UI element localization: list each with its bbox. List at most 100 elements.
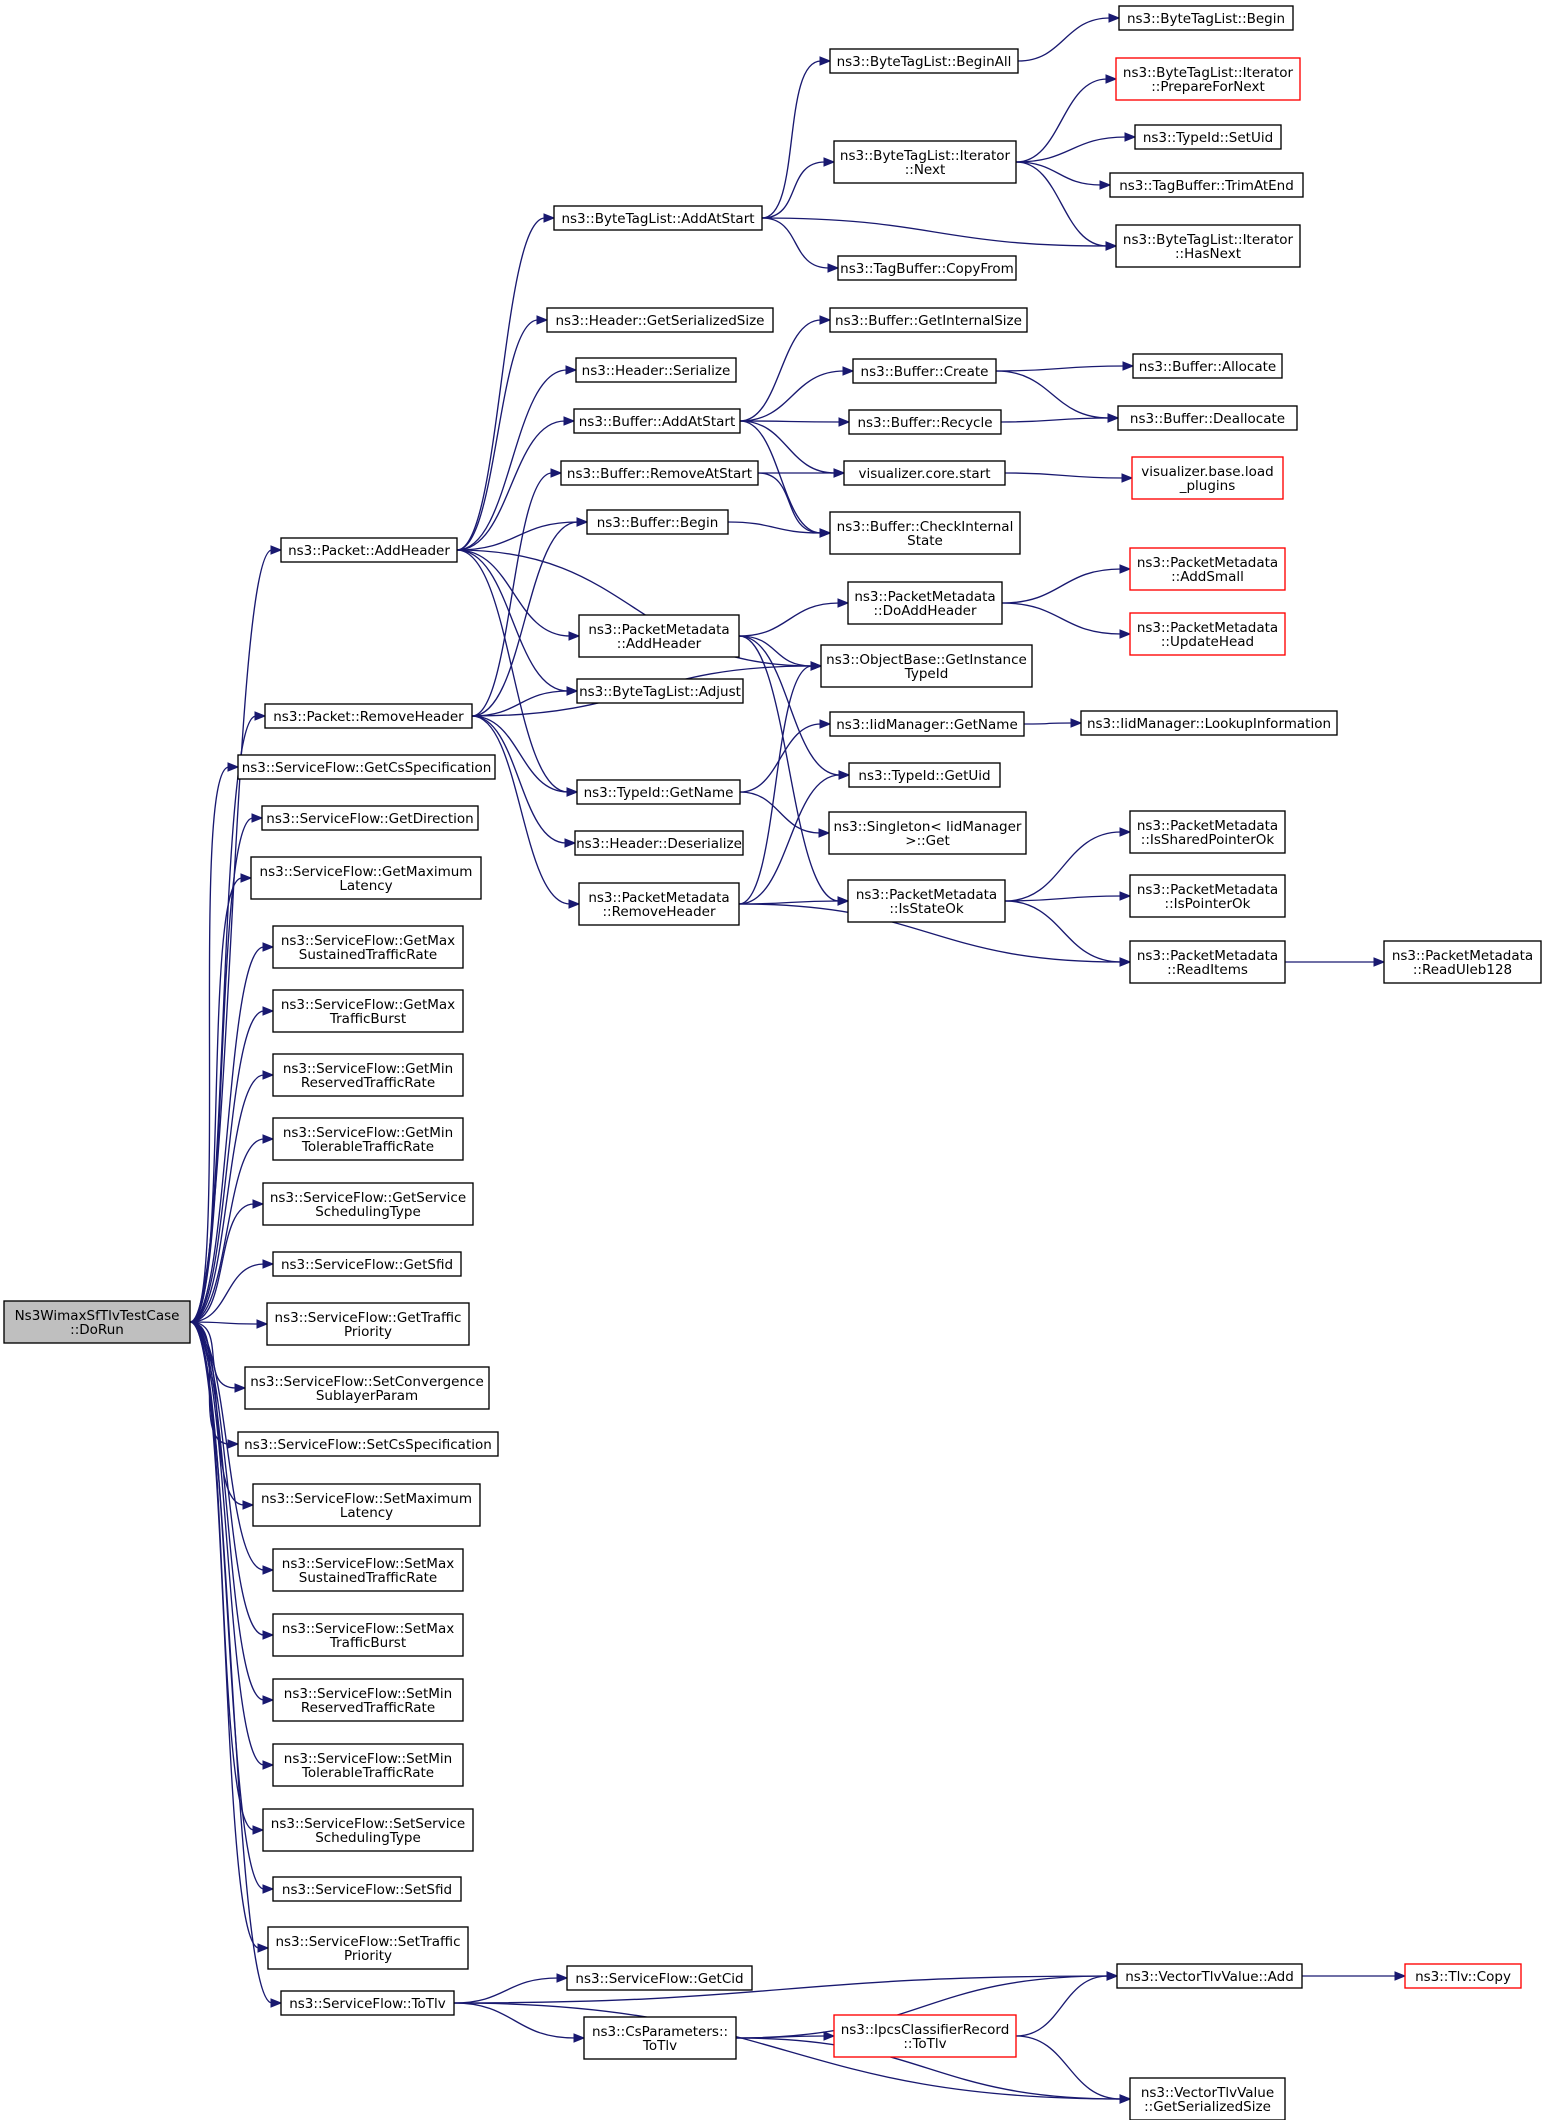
- node-pm-do-add-header[interactable]: ns3::PacketMetadata::DoAddHeader: [847, 581, 1003, 625]
- node-label: SustainedTrafficRate: [299, 1570, 437, 1586]
- node-type-id-get-name[interactable]: ns3::TypeId::GetName: [576, 779, 741, 805]
- node-label: ns3::ServiceFlow::GetService: [270, 1190, 466, 1206]
- node-ipcs-to-tlv[interactable]: ns3::IpcsClassifierRecord::ToTlv: [833, 2014, 1017, 2058]
- node-get-max-sustained[interactable]: ns3::ServiceFlow::GetMaxSustainedTraffic…: [272, 925, 464, 969]
- node-label: ReservedTrafficRate: [301, 1700, 435, 1716]
- node-viz-core-start[interactable]: visualizer.core.start: [843, 460, 1006, 486]
- node-set-service-sched[interactable]: ns3::ServiceFlow::SetServiceSchedulingTy…: [262, 1808, 474, 1852]
- node-get-service-sched[interactable]: ns3::ServiceFlow::GetServiceSchedulingTy…: [262, 1182, 474, 1226]
- edge-pm-is-state-ok-to-pm-is-pointer-ok: [1004, 895, 1122, 902]
- node-get-min-tolerable[interactable]: ns3::ServiceFlow::GetMinTolerableTraffic…: [272, 1117, 464, 1161]
- node-cs-params-to-tlv[interactable]: ns3::CsParameters::ToTlv: [583, 2016, 737, 2060]
- node-sf-get-cid[interactable]: ns3::ServiceFlow::GetCid: [566, 1965, 753, 1991]
- node-btl-iter-prepare[interactable]: ns3::ByteTagList::Iterator::PrepareForNe…: [1115, 57, 1301, 101]
- node-set-sfid[interactable]: ns3::ServiceFlow::SetSfid: [272, 1876, 462, 1902]
- node-label: SchedulingType: [315, 1830, 421, 1846]
- node-pm-is-state-ok[interactable]: ns3::PacketMetadata::IsStateOk: [847, 879, 1006, 923]
- node-label: ns3::PacketMetadata: [1392, 948, 1533, 964]
- node-singleton-get[interactable]: ns3::Singleton< IidManager>::Get: [828, 811, 1027, 855]
- node-hdr-serialize[interactable]: ns3::Header::Serialize: [575, 357, 737, 383]
- node-btl-iter-has-next[interactable]: ns3::ByteTagList::Iterator::HasNext: [1115, 224, 1301, 268]
- node-btl-add-at-start[interactable]: ns3::ByteTagList::AddAtStart: [553, 205, 763, 231]
- node-tag-buf-trim[interactable]: ns3::TagBuffer::TrimAtEnd: [1109, 172, 1304, 198]
- arrowhead: [262, 1006, 275, 1016]
- node-add-header[interactable]: ns3::Packet::AddHeader: [280, 537, 458, 563]
- node-set-convergence[interactable]: ns3::ServiceFlow::SetConvergenceSublayer…: [244, 1366, 490, 1410]
- node-type-id-get-uid[interactable]: ns3::TypeId::GetUid: [848, 762, 1001, 788]
- node-vec-tlv-get-ser[interactable]: ns3::VectorTlvValue::GetSerializedSize: [1129, 2077, 1286, 2120]
- node-hdr-get-ser-size[interactable]: ns3::Header::GetSerializedSize: [546, 307, 774, 333]
- arrowhead: [536, 315, 549, 325]
- node-tag-buf-copy-from[interactable]: ns3::TagBuffer::CopyFrom: [837, 255, 1017, 281]
- node-btl-begin-all[interactable]: ns3::ByteTagList::BeginAll: [829, 48, 1019, 74]
- node-get-sfid[interactable]: ns3::ServiceFlow::GetSfid: [272, 1251, 462, 1277]
- node-root[interactable]: Ns3WimaxSfTlvTestCase::DoRun: [3, 1300, 191, 1344]
- node-label: TypeId: [904, 666, 949, 682]
- node-btl-begin[interactable]: ns3::ByteTagList::Begin: [1118, 5, 1294, 31]
- node-label: ::UpdateHead: [1161, 634, 1254, 650]
- node-set-min-tolerable[interactable]: ns3::ServiceFlow::SetMinTolerableTraffic…: [272, 1743, 464, 1787]
- arrowhead: [565, 365, 578, 375]
- node-label: ns3::ServiceFlow::SetMaximum: [261, 1491, 472, 1507]
- node-btl-iter-next[interactable]: ns3::ByteTagList::Iterator::Next: [833, 140, 1017, 184]
- node-buf-begin[interactable]: ns3::Buffer::Begin: [586, 509, 729, 535]
- arrowhead: [1121, 473, 1134, 483]
- node-buf-remove-at-start[interactable]: ns3::Buffer::RemoveAtStart: [560, 460, 759, 486]
- node-get-cs-spec[interactable]: ns3::ServiceFlow::GetCsSpecification: [237, 754, 496, 780]
- edge-remove-header-to-buf-begin: [471, 521, 579, 717]
- node-iid-lookup[interactable]: ns3::IidManager::LookupInformation: [1080, 710, 1338, 736]
- node-type-id-set-uid[interactable]: ns3::TypeId::SetUid: [1134, 124, 1282, 150]
- node-label: ::AddSmall: [1171, 569, 1244, 585]
- node-buf-get-internal-size[interactable]: ns3::Buffer::GetInternalSize: [829, 307, 1028, 333]
- node-buf-recycle[interactable]: ns3::Buffer::Recycle: [848, 409, 1002, 435]
- node-box: [848, 409, 1002, 435]
- node-buf-deallocate[interactable]: ns3::Buffer::Deallocate: [1117, 405, 1298, 431]
- node-label: ns3::ByteTagList::Begin: [1127, 11, 1285, 27]
- node-pm-read-uleb[interactable]: ns3::PacketMetadata::ReadUleb128: [1383, 940, 1542, 984]
- node-pm-remove-header[interactable]: ns3::PacketMetadata::RemoveHeader: [578, 882, 740, 926]
- node-get-min-reserved[interactable]: ns3::ServiceFlow::GetMinReservedTrafficR…: [272, 1053, 464, 1097]
- arrowhead: [257, 1943, 270, 1953]
- node-box: [1134, 124, 1282, 150]
- node-label: ns3::ServiceFlow::GetCsSpecification: [242, 760, 492, 776]
- node-pm-read-items[interactable]: ns3::PacketMetadata::ReadItems: [1129, 940, 1286, 984]
- node-label: ns3::ServiceFlow::GetMin: [283, 1061, 453, 1077]
- edge-root-to-get-traffic-prio: [189, 1321, 259, 1325]
- node-pm-is-pointer-ok[interactable]: ns3::PacketMetadata::IsPointerOk: [1129, 874, 1286, 918]
- node-label: ToTlv: [642, 2038, 677, 2054]
- node-set-max-sustained[interactable]: ns3::ServiceFlow::SetMaxSustainedTraffic…: [272, 1548, 464, 1592]
- edge-pm-is-state-ok-to-pm-is-shared-ptr-ok: [1004, 831, 1122, 902]
- node-hdr-deserialize[interactable]: ns3::Header::Deserialize: [574, 830, 744, 856]
- node-buf-create[interactable]: ns3::Buffer::Create: [852, 358, 997, 384]
- node-pm-add-small[interactable]: ns3::PacketMetadata::AddSmall: [1129, 547, 1286, 591]
- node-buf-add-at-start[interactable]: ns3::Buffer::AddAtStart: [573, 408, 741, 434]
- node-btl-adjust[interactable]: ns3::ByteTagList::Adjust: [576, 678, 744, 704]
- node-viz-load-plugins[interactable]: visualizer.base.load_plugins: [1131, 456, 1284, 500]
- node-set-cs-spec[interactable]: ns3::ServiceFlow::SetCsSpecification: [237, 1431, 499, 1457]
- node-box: [272, 1613, 464, 1657]
- node-pm-is-shared-ptr-ok[interactable]: ns3::PacketMetadata::IsSharedPointerOk: [1129, 810, 1286, 854]
- node-label: ::DoRun: [70, 1322, 124, 1338]
- node-buf-allocate[interactable]: ns3::Buffer::Allocate: [1132, 353, 1283, 379]
- edge-remove-header-to-buf-remove-at-start: [471, 472, 553, 717]
- node-sf-to-tlv[interactable]: ns3::ServiceFlow::ToTlv: [280, 1990, 455, 2016]
- node-set-min-reserved[interactable]: ns3::ServiceFlow::SetMinReservedTrafficR…: [272, 1678, 464, 1722]
- node-pm-update-head[interactable]: ns3::PacketMetadata::UpdateHead: [1129, 612, 1286, 656]
- node-tlv-copy[interactable]: ns3::Tlv::Copy: [1404, 1963, 1522, 1989]
- node-remove-header[interactable]: ns3::Packet::RemoveHeader: [264, 703, 473, 729]
- node-get-direction[interactable]: ns3::ServiceFlow::GetDirection: [261, 805, 479, 831]
- node-pm-add-header[interactable]: ns3::PacketMetadata::AddHeader: [578, 614, 740, 658]
- edge-root-to-set-min-reserved: [189, 1321, 265, 1701]
- node-iid-get-name[interactable]: ns3::IidManager::GetName: [829, 711, 1025, 737]
- node-vec-tlv-add[interactable]: ns3::VectorTlvValue::Add: [1116, 1963, 1303, 1989]
- node-label: TrafficBurst: [329, 1635, 406, 1651]
- node-box: [272, 1678, 464, 1722]
